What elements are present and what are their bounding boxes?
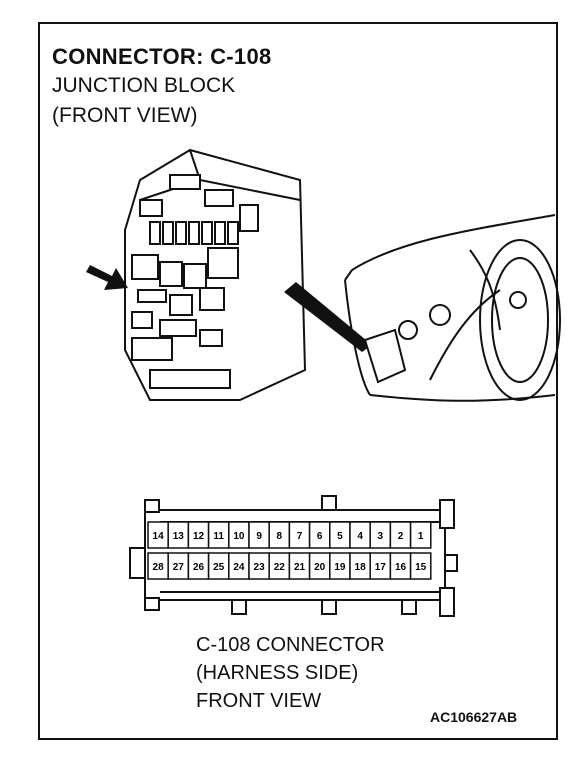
caption-harness-side: (HARNESS SIDE)	[196, 662, 359, 684]
pin-number-20: 20	[314, 562, 326, 573]
pin-number-6: 6	[317, 531, 323, 542]
pin-number-2: 2	[398, 531, 404, 542]
diagram-frame	[38, 22, 558, 740]
pin-number-17: 17	[375, 562, 387, 573]
pin-number-7: 7	[297, 531, 303, 542]
connector-title: CONNECTOR: C-108	[52, 44, 272, 69]
pin-number-15: 15	[415, 562, 427, 573]
pin-number-4: 4	[357, 531, 363, 542]
pin-number-10: 10	[233, 531, 245, 542]
junction-block-illustration	[124, 148, 307, 401]
pin-number-8: 8	[277, 531, 283, 542]
pin-number-11: 11	[213, 531, 224, 542]
pin-cell	[409, 552, 432, 580]
pin-number-16: 16	[395, 562, 407, 573]
pin-number-22: 22	[274, 562, 286, 573]
pin-number-25: 25	[213, 562, 225, 573]
pin-number-18: 18	[355, 562, 367, 573]
pin-number-14: 14	[153, 531, 165, 542]
caption-view: FRONT VIEW	[196, 690, 322, 712]
pin-number-3: 3	[378, 531, 384, 542]
pin-number-13: 13	[173, 531, 185, 542]
view-label: (FRONT VIEW)	[52, 104, 198, 127]
pin-number-5: 5	[337, 531, 343, 542]
caption-connector-name: C-108 CONNECTOR	[196, 634, 385, 656]
pin-number-24: 24	[233, 562, 245, 573]
pin-number-21: 21	[294, 562, 306, 573]
component-name: JUNCTION BLOCK	[52, 74, 236, 97]
pin-number-12: 12	[193, 531, 205, 542]
pin-number-23: 23	[254, 562, 266, 573]
pin-cell	[409, 521, 432, 549]
location-leader	[284, 282, 372, 352]
pointer-arrow	[86, 265, 128, 290]
pin-number-1: 1	[418, 531, 424, 542]
figure-code: AC106627AB	[430, 709, 518, 725]
pin-number-19: 19	[334, 562, 346, 573]
dashboard-illustration	[344, 214, 561, 402]
pin-number-27: 27	[173, 562, 185, 573]
pin-number-9: 9	[256, 531, 262, 542]
pin-number-28: 28	[153, 562, 165, 573]
pin-number-26: 26	[193, 562, 205, 573]
